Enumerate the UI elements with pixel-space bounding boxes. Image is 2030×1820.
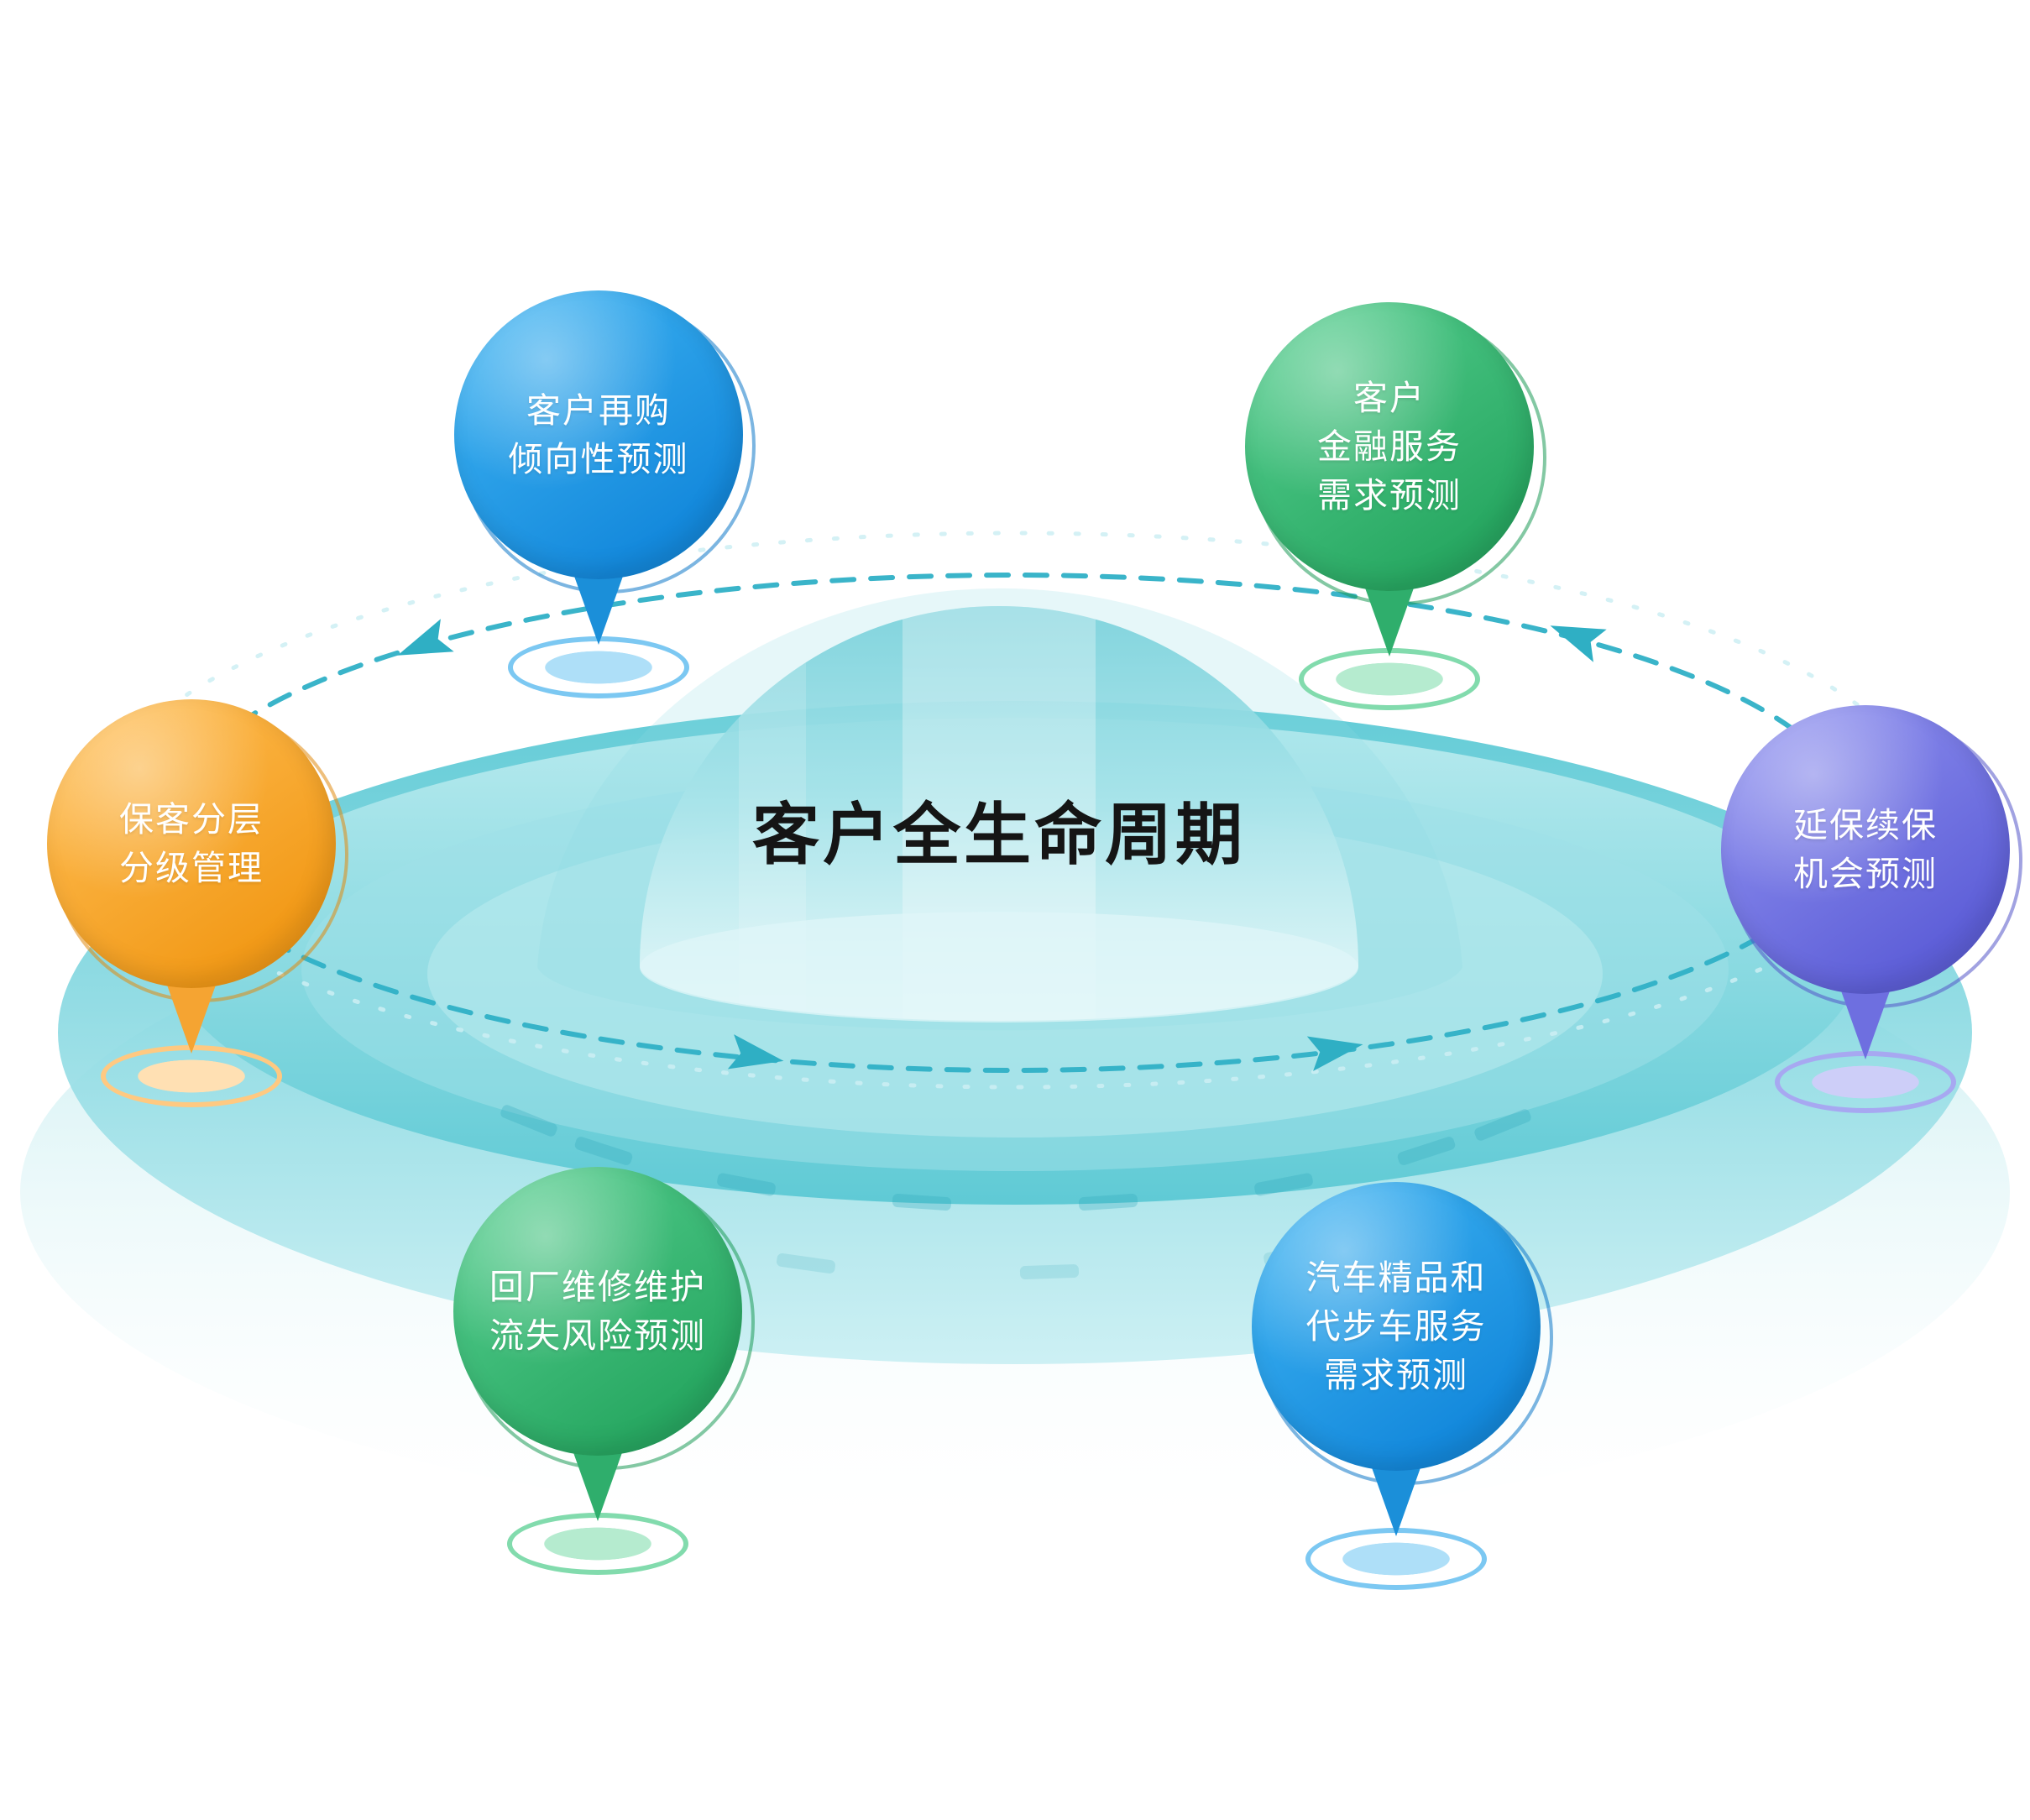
flow-arrows [397,619,1607,1071]
node-label: 汽车精品和 代步车服务 需求预测 [1305,1258,1487,1395]
pin-bubble: 保客分层 分级管理 [47,699,336,988]
node-label: 客户 金融服务 需求预测 [1317,378,1462,515]
pin-bubble: 汽车精品和 代步车服务 需求预测 [1252,1182,1541,1471]
node-customer-tiering: 保客分层 分级管理 [47,699,348,1107]
pin-bubble: 延保续保 机会预测 [1721,705,2010,994]
node-label: 回厂维修维护 流失风险预测 [489,1267,706,1355]
pin-bubble: 客户 金融服务 需求预测 [1245,302,1534,591]
flow-arrow-icon [727,1034,784,1070]
node-maintenance-churn: 回厂维修维护 流失风险预测 [453,1167,755,1575]
center-dome [537,588,1462,1031]
pin-base [101,1045,282,1107]
node-accessories-courtesy: 汽车精品和 代步车服务 需求预测 [1252,1182,1553,1590]
pin-base [1299,648,1480,710]
node-label: 保客分层 分级管理 [119,799,264,887]
flow-arrow-icon [1550,625,1607,662]
pin-base [508,636,689,698]
pin-base [507,1513,688,1575]
pin-bubble: 回厂维修维护 流失风险预测 [453,1167,742,1456]
node-extended-warranty: 延保续保 机会预测 [1721,705,2022,1113]
flow-arrow-icon [397,619,454,656]
diagram-title: 客户全生命周期 [752,798,1246,872]
node-label: 客户再购 倾向性预测 [508,390,689,479]
node-financial-services: 客户 金融服务 需求预测 [1245,302,1546,710]
pin-base [1305,1528,1487,1590]
node-label: 延保续保 机会预测 [1793,805,1938,893]
pin-bubble: 客户再购 倾向性预测 [454,290,743,579]
flow-arrow-icon [1306,1036,1363,1071]
node-repurchase-propensity: 客户再购 倾向性预测 [454,290,756,698]
pin-base [1775,1051,1956,1113]
